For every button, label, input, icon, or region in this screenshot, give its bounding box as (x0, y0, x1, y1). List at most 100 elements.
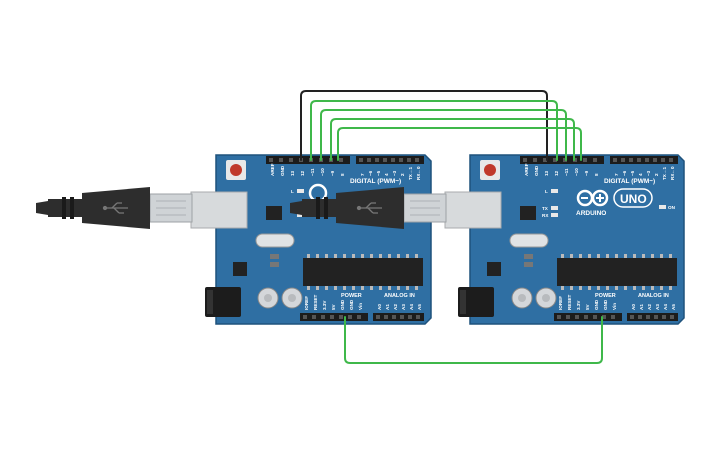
left-led-label-l: L (291, 189, 294, 194)
svg-text:~6: ~6 (622, 170, 627, 176)
left-crystal (255, 233, 295, 248)
svg-text:2: 2 (400, 173, 405, 176)
left-arduino-board[interactable]: DIGITAL (PWM~) POWER ANALOG IN L (190, 154, 432, 325)
svg-text:13: 13 (290, 170, 295, 176)
svg-text:~6: ~6 (368, 170, 373, 176)
svg-text:~5: ~5 (376, 170, 381, 176)
svg-text:A3: A3 (655, 304, 660, 310)
right-arduino-text: ARDUINO (576, 210, 606, 217)
svg-text:Vin: Vin (612, 303, 617, 310)
svg-text:~9: ~9 (330, 170, 335, 176)
svg-text:RX←0: RX←0 (670, 166, 675, 180)
right-led-label-rx: RX (542, 213, 549, 218)
svg-text:A2: A2 (647, 304, 652, 310)
svg-text:~11: ~11 (310, 168, 315, 176)
svg-text:AREF: AREF (270, 163, 275, 176)
svg-text:IOREF: IOREF (304, 296, 309, 310)
svg-text:A3: A3 (401, 304, 406, 310)
left-header-analog (373, 313, 424, 321)
svg-text:GND: GND (594, 299, 599, 310)
svg-text:TX→1: TX→1 (662, 167, 667, 180)
right-header-analog (627, 313, 678, 321)
svg-text:A5: A5 (671, 304, 676, 310)
svg-text:GND: GND (534, 165, 539, 176)
right-pin-labels: AREF GND 13 12 ~11 ~10 ~9 8 7 ~6 ~5 4 ~3… (524, 163, 676, 310)
svg-text:~9: ~9 (584, 170, 589, 176)
left-header-digital-right (356, 156, 424, 164)
left-pin-labels: AREF GND 13 12 ~11 ~10 ~9 8 7 ~6 ~5 4 ~3… (270, 163, 422, 310)
svg-text:4: 4 (638, 173, 643, 176)
svg-text:A0: A0 (631, 304, 636, 310)
svg-text:RX←0: RX←0 (416, 166, 421, 180)
svg-text:8: 8 (594, 173, 599, 176)
right-uno-text: UNO (620, 192, 647, 206)
left-header-digital-left (266, 156, 350, 164)
svg-text:A2: A2 (393, 304, 398, 310)
wire-13-13[interactable] (310, 100, 558, 161)
right-header-digital-right (610, 156, 678, 164)
svg-text:7: 7 (360, 173, 365, 176)
left-usb-cable[interactable] (36, 187, 193, 229)
svg-text:~10: ~10 (574, 168, 579, 176)
wire-10-10[interactable] (337, 127, 582, 161)
right-led-label-tx: TX (542, 206, 549, 211)
svg-text:RESET: RESET (567, 294, 572, 310)
svg-text:GND: GND (280, 165, 285, 176)
right-microcontroller-chip (557, 258, 677, 286)
svg-text:~10: ~10 (320, 168, 325, 176)
svg-text:RESET: RESET (313, 294, 318, 310)
right-arduino-board[interactable]: UNO ARDUINO L TX RX ON DIGITAL (PWM~) PO… (444, 154, 685, 325)
right-power-label: POWER (595, 293, 616, 299)
svg-text:12: 12 (300, 170, 305, 176)
left-power-jack (205, 287, 241, 317)
wire-gnd-gnd-top[interactable] (300, 90, 548, 161)
svg-text:7: 7 (614, 173, 619, 176)
left-usb-socket (190, 191, 248, 229)
wires (300, 90, 603, 364)
svg-text:5V: 5V (331, 303, 336, 310)
svg-text:GND: GND (603, 299, 608, 310)
svg-text:4: 4 (384, 173, 389, 176)
svg-text:8: 8 (340, 173, 345, 176)
svg-text:GND: GND (340, 299, 345, 310)
right-led-label-l: L (545, 189, 548, 194)
left-power-label: POWER (341, 293, 362, 299)
svg-text:A4: A4 (663, 304, 668, 310)
right-usb-socket (444, 191, 502, 229)
svg-text:GND: GND (349, 299, 354, 310)
wire-11-11[interactable] (330, 118, 575, 161)
svg-text:AREF: AREF (524, 163, 529, 176)
right-on-label: ON (668, 205, 676, 210)
right-digital-label: DIGITAL (PWM~) (604, 178, 655, 185)
svg-text:5V: 5V (585, 303, 590, 310)
svg-text:A4: A4 (409, 304, 414, 310)
left-usb-symbol-icon (102, 202, 128, 214)
svg-text:A5: A5 (417, 304, 422, 310)
svg-text:A0: A0 (377, 304, 382, 310)
svg-text:Vin: Vin (358, 303, 363, 310)
svg-text:3.3V: 3.3V (322, 300, 327, 310)
right-usb-cable[interactable] (290, 187, 447, 229)
right-header-digital-left (520, 156, 604, 164)
svg-text:TX→1: TX→1 (408, 167, 413, 180)
right-analog-label: ANALOG IN (638, 293, 669, 299)
right-crystal (509, 233, 549, 248)
svg-text:~11: ~11 (564, 168, 569, 176)
left-analog-label: ANALOG IN (384, 293, 415, 299)
svg-text:A1: A1 (639, 304, 644, 310)
wire-5v-5v[interactable] (344, 316, 603, 364)
svg-text:A1: A1 (385, 304, 390, 310)
arduino-logo-icon (576, 189, 609, 207)
svg-text:~3: ~3 (392, 170, 397, 176)
svg-text:12: 12 (554, 170, 559, 176)
wire-12-12[interactable] (320, 109, 567, 161)
svg-text:~5: ~5 (630, 170, 635, 176)
right-power-jack (458, 287, 494, 317)
svg-text:~3: ~3 (646, 170, 651, 176)
svg-text:2: 2 (654, 173, 659, 176)
svg-text:3.3V: 3.3V (576, 300, 581, 310)
left-digital-label: DIGITAL (PWM~) (350, 178, 401, 185)
svg-text:IOREF: IOREF (558, 296, 563, 310)
right-usb-symbol-icon (356, 202, 382, 214)
